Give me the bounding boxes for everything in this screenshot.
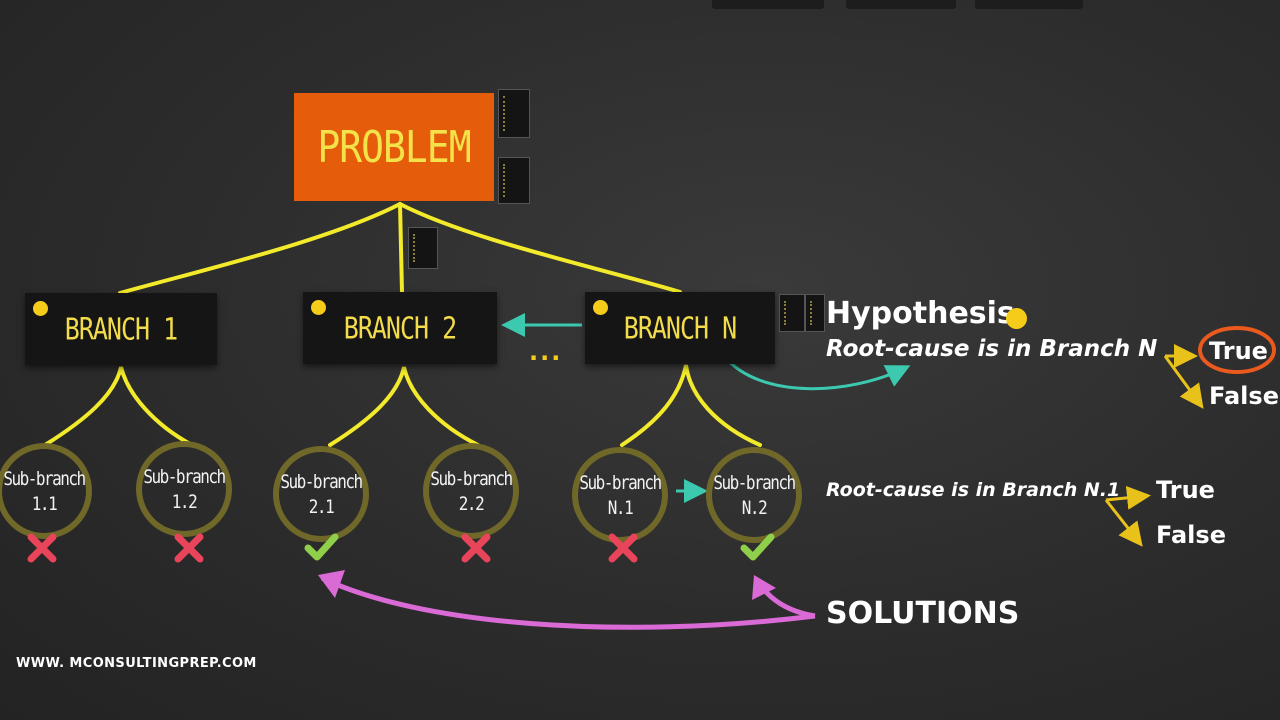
branch-1-label: BRANCH 1 (64, 311, 178, 347)
cross-icon (461, 533, 491, 563)
sub-branch-number: N.1 (607, 496, 634, 519)
branch-2-box: BRANCH 2 (303, 292, 497, 364)
sub-branch-n-1: Sub-branch N.1 (572, 447, 668, 543)
sub-branch-label: Sub-branch (3, 467, 86, 490)
branch-1-box: BRANCH 1 (25, 293, 217, 365)
branch-n-hypothesis-dot (593, 300, 608, 315)
branch-2-hypothesis-dot (311, 300, 326, 315)
branch-2-label: BRANCH 2 (343, 310, 457, 346)
sub-branch-number: 1.2 (171, 490, 198, 513)
sub-branch-label: Sub-branch (143, 465, 226, 488)
sub-branch-number: 2.2 (458, 492, 485, 515)
hypothesis-dot (1006, 308, 1027, 329)
more-branches-ellipsis: ... (529, 338, 563, 366)
sub-branch-1-1: Sub-branch 1.1 (0, 443, 92, 539)
cross-icon (608, 533, 638, 563)
sub-branch-label: Sub-branch (430, 467, 513, 490)
true-highlight-ring (1198, 326, 1276, 374)
sub-branch-1-2: Sub-branch 1.2 (136, 441, 232, 537)
solutions-to-sub21-arrowhead (318, 570, 345, 598)
hypothesis2-true-label: True (1156, 476, 1215, 504)
solutions-to-subN2-arrowhead (752, 575, 776, 600)
hyp2-false-arrow (1104, 499, 1143, 547)
check-icon (304, 533, 339, 561)
branch-n-box: BRANCH N (585, 292, 775, 364)
hyp2-true-arrow (1105, 485, 1151, 510)
hypothesis-statement: Root-cause is in Branch N (826, 336, 1158, 362)
hypothesis-false-label: False (1209, 382, 1279, 410)
cross-icon (27, 533, 57, 563)
sub-branch-label: Sub-branch (579, 471, 662, 494)
sub-branch-label: Sub-branch (280, 470, 363, 493)
branch1-tree-line (43, 366, 194, 447)
problem-to-branch1-line (118, 202, 402, 295)
sub-branch-number: N.2 (741, 496, 768, 519)
hyp1-false-arrow (1163, 355, 1204, 409)
problem-label: PROBLEM (317, 121, 471, 173)
sub-branch-n-2: Sub-branch N.2 (706, 447, 802, 543)
top-tab (712, 0, 824, 9)
hypothesis-title: Hypothesis (826, 296, 1015, 331)
branchN-to-hypothesis-arrow (722, 355, 911, 391)
hypothesis2-false-label: False (1156, 521, 1226, 549)
side-note (805, 294, 825, 332)
branch-1-hypothesis-dot (33, 301, 48, 316)
cross-icon (174, 533, 204, 563)
sub-branch-number: 2.1 (308, 495, 335, 518)
problem-to-branchN-line (398, 202, 682, 294)
branch2-tree-line (328, 366, 480, 447)
solutions-label: SOLUTIONS (826, 596, 1020, 631)
branchN-tree-line (620, 364, 762, 447)
hypothesis-true-label: True (1209, 337, 1268, 365)
sub-branch-label: Sub-branch (713, 471, 796, 494)
hypothesis2-statement: Root-cause is in Branch N.1 (826, 479, 1121, 501)
side-note (498, 89, 530, 138)
branch-n-label: BRANCH N (623, 310, 737, 346)
side-note (779, 294, 805, 332)
side-note (498, 157, 530, 204)
side-note (408, 227, 438, 269)
sub-branch-2-1: Sub-branch 2.1 (273, 446, 369, 542)
sub-branch-2-2: Sub-branch 2.2 (423, 443, 519, 539)
check-icon (740, 533, 775, 561)
sub-branch-number: 1.1 (31, 492, 58, 515)
problem-box: PROBLEM (294, 93, 494, 201)
website-footer: WWW. MCONSULTINGPREP.COM (16, 656, 257, 671)
top-tab (975, 0, 1083, 9)
solutions-to-sub21-arrow (320, 575, 816, 630)
top-tab (846, 0, 956, 9)
problem-to-branch2-line (398, 202, 404, 294)
